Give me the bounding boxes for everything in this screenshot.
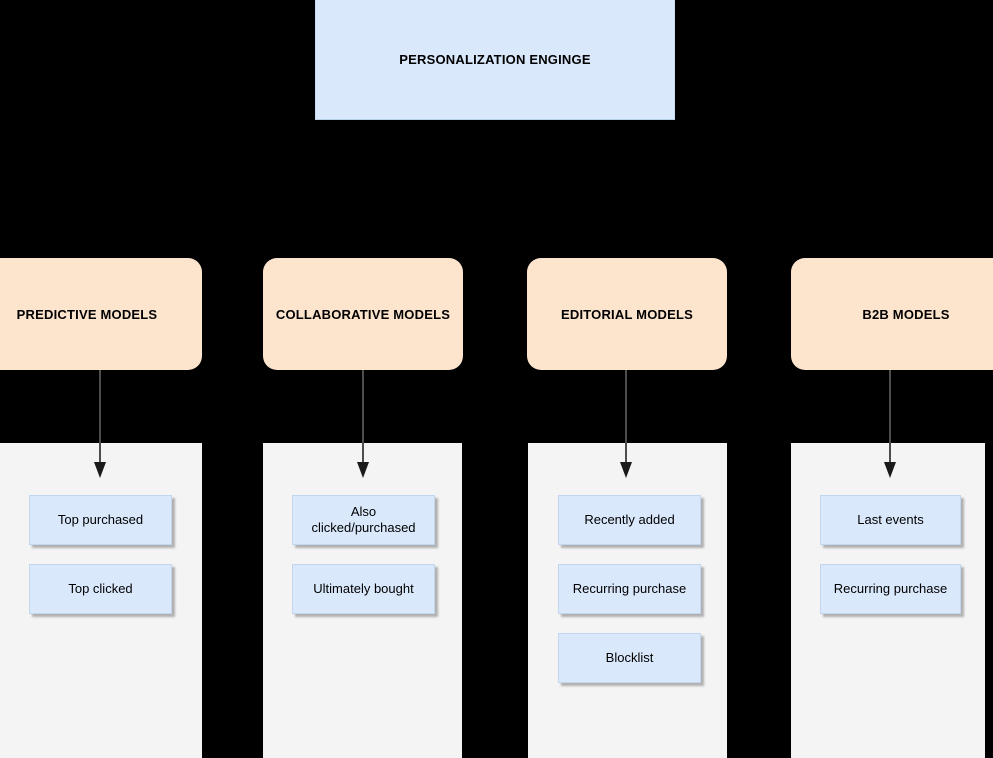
item-label: Top clicked xyxy=(68,581,133,596)
personalization-engine-node[interactable]: PERSONALIZATION ENGINGE xyxy=(315,0,675,120)
item-node[interactable]: Ultimately bought xyxy=(292,564,435,614)
category-label: COLLABORATIVE MODELS xyxy=(275,306,451,322)
item-node[interactable]: Recurring purchase xyxy=(558,564,701,614)
item-label: Recently added xyxy=(584,512,675,527)
item-node[interactable]: Recently added xyxy=(558,495,701,545)
category-label: B2B MODELS xyxy=(862,306,950,322)
item-node[interactable]: Blocklist xyxy=(558,633,701,683)
item-label: Top purchased xyxy=(57,512,144,527)
item-node[interactable]: Last events xyxy=(820,495,961,545)
personalization-engine-label: PERSONALIZATION ENGINGE xyxy=(399,52,591,67)
item-node[interactable]: Also clicked/purchased xyxy=(292,495,435,545)
item-node[interactable]: Recurring purchase xyxy=(820,564,961,614)
item-label: Recurring purchase xyxy=(572,581,687,596)
category-node-collaborative-models[interactable]: COLLABORATIVE MODELS xyxy=(263,258,463,370)
item-node[interactable]: Top purchased xyxy=(29,495,172,545)
item-label: Ultimately bought xyxy=(313,581,414,596)
category-node-b2b-models[interactable]: B2B MODELS xyxy=(791,258,993,370)
item-node[interactable]: Top clicked xyxy=(29,564,172,614)
item-label: Last events xyxy=(857,512,924,527)
item-label: Also clicked/purchased xyxy=(311,504,416,535)
item-label: Recurring purchase xyxy=(833,581,948,596)
category-label: PREDICTIVE MODELS xyxy=(16,306,158,322)
category-node-predictive-models[interactable]: PREDICTIVE MODELS xyxy=(0,258,202,370)
category-node-editorial-models[interactable]: EDITORIAL MODELS xyxy=(527,258,727,370)
category-label: EDITORIAL MODELS xyxy=(560,306,693,322)
item-label: Blocklist xyxy=(605,650,654,665)
